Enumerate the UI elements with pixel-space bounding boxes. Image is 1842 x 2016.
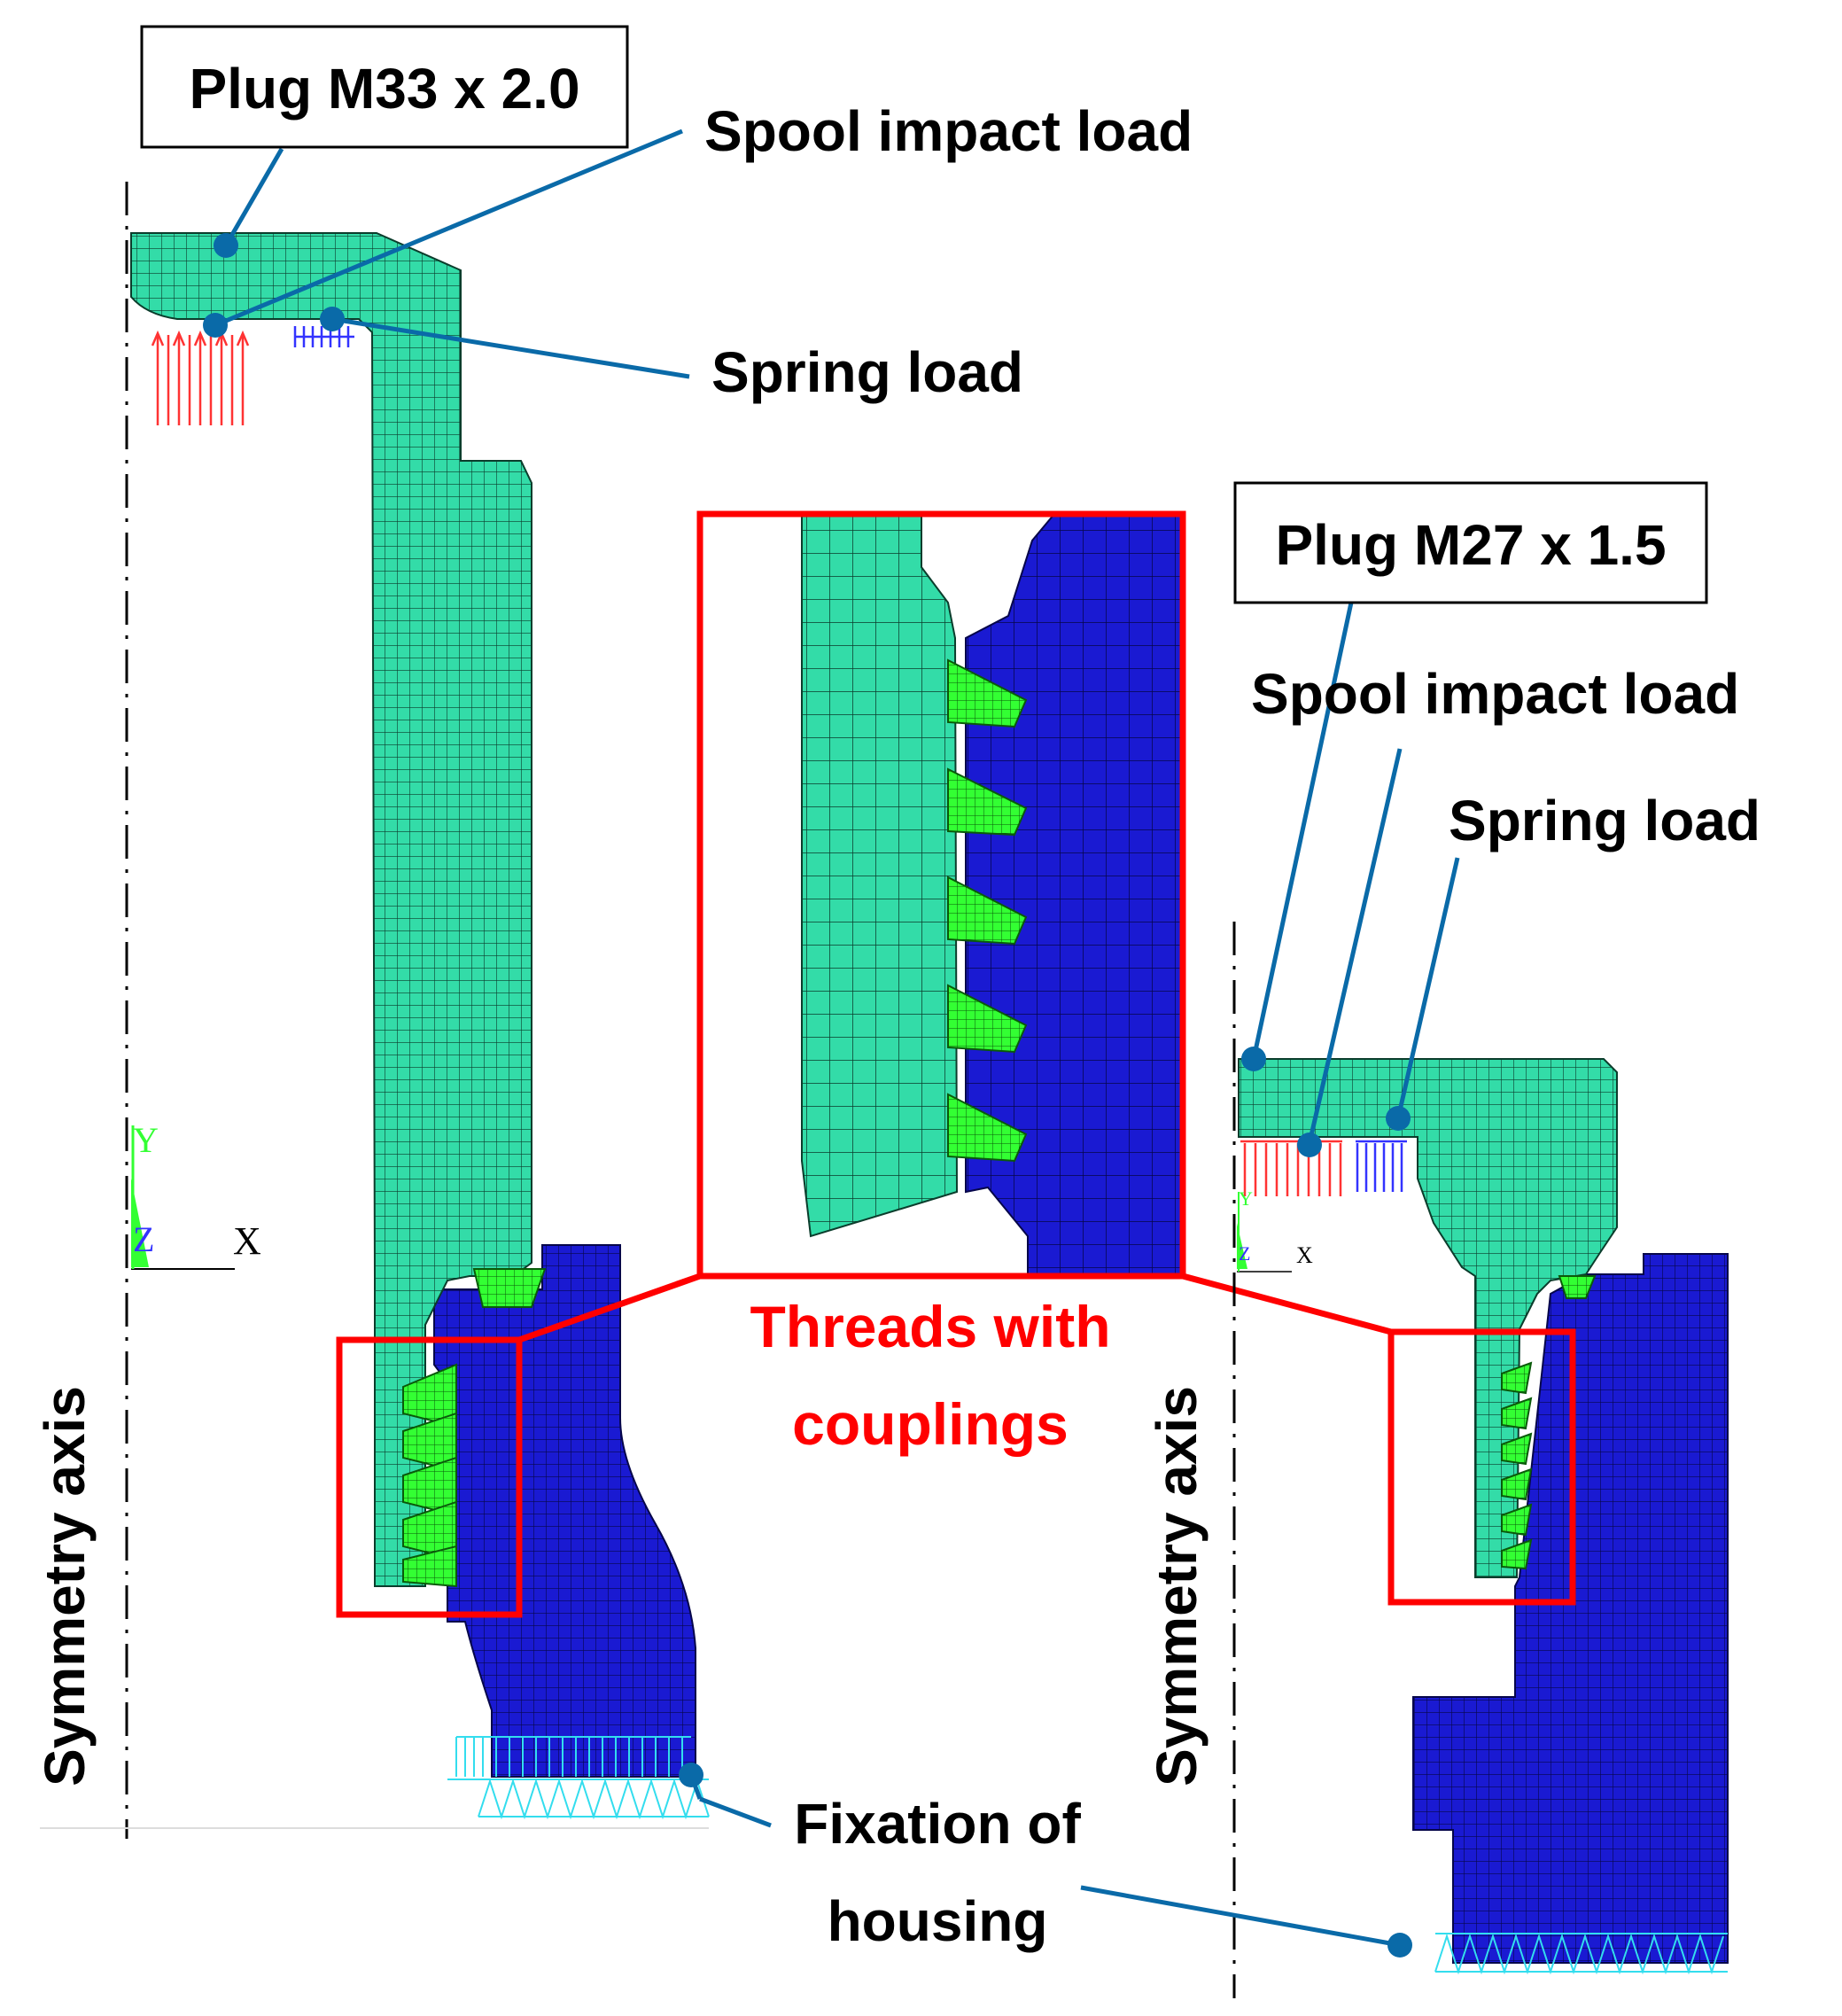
left-plug-label: Plug M33 x 2.0	[189, 57, 579, 121]
inset-connector-left	[517, 1273, 702, 1343]
right-triad-x: X	[1296, 1242, 1313, 1268]
callout-lines	[214, 128, 1460, 1948]
left-housing	[433, 1244, 696, 1778]
left-plug-label-box	[140, 25, 629, 149]
inset-frame	[696, 510, 1186, 1280]
right-spool-impact-label: Spool impact load	[1251, 662, 1739, 726]
callout-dots	[203, 233, 1412, 1958]
inset-connector-right	[1182, 1273, 1392, 1335]
left-spring-load-label: Spring load	[711, 340, 1023, 404]
right-triad-y: Y	[1239, 1187, 1253, 1210]
left-model: Y Z X	[40, 182, 710, 1839]
inset-plug	[801, 513, 959, 1238]
left-plug	[130, 232, 532, 1587]
fixation-label-line2: housing	[828, 1889, 1048, 1953]
right-spool-impact-arrows	[1240, 1140, 1342, 1196]
left-triad-z: Z	[133, 1219, 154, 1259]
left-spool-impact-label: Spool impact load	[704, 99, 1193, 163]
right-fixation-triangles	[1434, 1933, 1728, 1975]
threads-label-line1: Threads with	[750, 1294, 1110, 1359]
right-plug-label-box	[1233, 481, 1708, 604]
left-triad-y: Y	[133, 1120, 159, 1160]
right-symmetry-axis-label: Symmetry axis	[1145, 1386, 1209, 1786]
fixation-label-line1: Fixation of	[794, 1792, 1081, 1856]
thread-detail-inset	[517, 510, 1392, 1343]
left-coordinate-triad: Y Z X	[131, 1120, 261, 1270]
left-spring-load-arrows	[293, 326, 354, 347]
right-coordinate-triad: Y Z X	[1237, 1187, 1313, 1273]
right-spring-load-arrows	[1356, 1140, 1407, 1192]
left-triad-x: X	[233, 1219, 261, 1263]
left-thread-highlight-box	[336, 1336, 523, 1618]
left-fixation-triangles	[447, 1736, 710, 1820]
right-thread-couplings	[1501, 1275, 1597, 1570]
left-symmetry-axis-label: Symmetry axis	[33, 1386, 97, 1786]
right-thread-highlight-box	[1387, 1328, 1576, 1606]
right-spring-load-label: Spring load	[1449, 789, 1760, 852]
threads-label-line2: couplings	[792, 1391, 1069, 1457]
right-plug	[1238, 1058, 1618, 1578]
left-thread-couplings	[402, 1268, 547, 1588]
inset-thread-couplings	[947, 658, 1028, 1163]
left-spool-impact-arrows	[151, 330, 250, 425]
right-plug-label: Plug M27 x 1.5	[1275, 513, 1666, 577]
right-model: Y Z X	[1232, 922, 1729, 1998]
right-triad-z: Z	[1239, 1242, 1250, 1265]
inset-housing	[965, 513, 1184, 1277]
